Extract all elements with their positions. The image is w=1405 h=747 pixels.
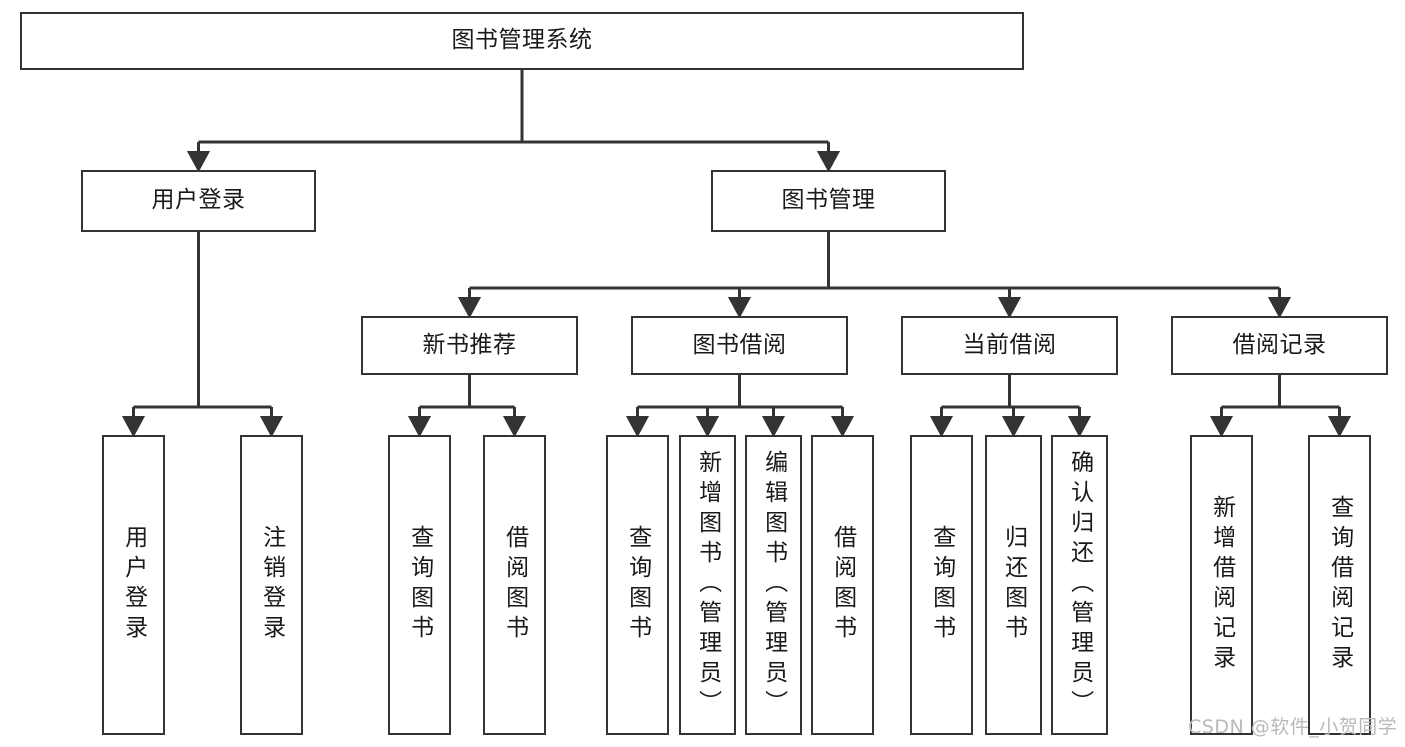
node-leaf-confirm-return[interactable]: 确认归还（管理员） bbox=[1051, 435, 1108, 735]
node-bookmgmt[interactable]: 图书管理 bbox=[711, 170, 946, 232]
node-leaf-query-book-2[interactable]: 查询图书 bbox=[606, 435, 669, 735]
node-label: 新增借阅记录 bbox=[1208, 495, 1235, 675]
node-label: 编辑图书（管理员） bbox=[760, 450, 787, 720]
node-label: 查询借阅记录 bbox=[1326, 495, 1353, 675]
node-label: 借阅图书 bbox=[829, 525, 856, 645]
node-leaf-query-record[interactable]: 查询借阅记录 bbox=[1308, 435, 1371, 735]
node-leaf-borrow-book-2[interactable]: 借阅图书 bbox=[811, 435, 874, 735]
node-label: 新书推荐 bbox=[422, 331, 517, 358]
node-label: 查询图书 bbox=[406, 525, 433, 645]
node-leaf-borrow-book-1[interactable]: 借阅图书 bbox=[483, 435, 546, 735]
node-label: 借阅记录 bbox=[1232, 331, 1327, 358]
node-label: 图书管理系统 bbox=[451, 27, 593, 54]
node-label: 确认归还（管理员） bbox=[1066, 450, 1093, 720]
node-leaf-query-book-1[interactable]: 查询图书 bbox=[388, 435, 451, 735]
node-label: 查询图书 bbox=[624, 525, 651, 645]
node-label: 借阅图书 bbox=[501, 525, 528, 645]
node-label: 图书借阅 bbox=[692, 331, 787, 358]
node-label: 用户登录 bbox=[120, 525, 147, 645]
node-leaf-add-book[interactable]: 新增图书（管理员） bbox=[679, 435, 736, 735]
node-records[interactable]: 借阅记录 bbox=[1171, 316, 1388, 375]
node-label: 注销登录 bbox=[258, 525, 285, 645]
node-label: 新增图书（管理员） bbox=[694, 450, 721, 720]
node-leaf-user-login[interactable]: 用户登录 bbox=[102, 435, 165, 735]
node-label: 用户登录 bbox=[151, 187, 246, 214]
node-current[interactable]: 当前借阅 bbox=[901, 316, 1118, 375]
node-label: 查询图书 bbox=[928, 525, 955, 645]
node-newbook[interactable]: 新书推荐 bbox=[361, 316, 578, 375]
node-leaf-add-record[interactable]: 新增借阅记录 bbox=[1190, 435, 1253, 735]
node-leaf-query-book-3[interactable]: 查询图书 bbox=[910, 435, 973, 735]
node-leaf-return-book[interactable]: 归还图书 bbox=[985, 435, 1042, 735]
node-borrow[interactable]: 图书借阅 bbox=[631, 316, 848, 375]
node-leaf-edit-book[interactable]: 编辑图书（管理员） bbox=[745, 435, 802, 735]
node-leaf-user-logout[interactable]: 注销登录 bbox=[240, 435, 303, 735]
node-label: 图书管理 bbox=[781, 187, 876, 214]
node-label: 当前借阅 bbox=[962, 331, 1057, 358]
node-login[interactable]: 用户登录 bbox=[81, 170, 316, 232]
node-label: 归还图书 bbox=[1000, 525, 1027, 645]
node-root[interactable]: 图书管理系统 bbox=[20, 12, 1024, 70]
watermark-text: CSDN @软件_小贺同学 bbox=[1188, 716, 1398, 738]
